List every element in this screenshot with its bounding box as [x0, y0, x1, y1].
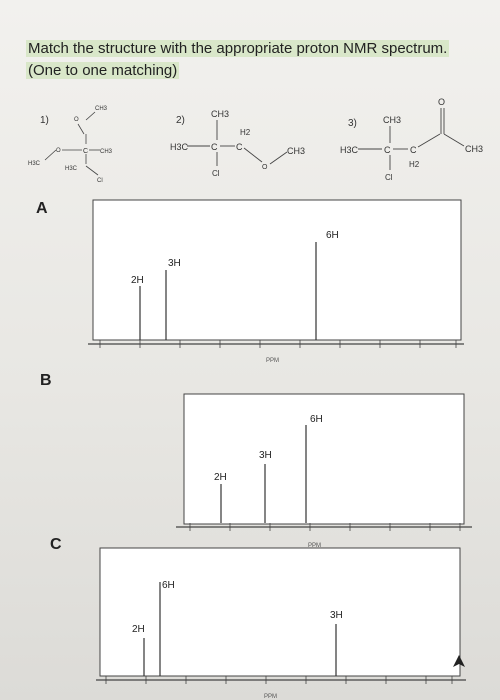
s3-c1: C	[384, 145, 391, 155]
question-text: Match the structure with the appropriate…	[26, 38, 486, 82]
structure-3: 3) CH3 H3C C C H2 Cl O CH3	[340, 97, 483, 182]
spectrum-b-label-2h: 2H	[214, 472, 227, 483]
s3-o: O	[438, 97, 445, 107]
s2-o: O	[262, 164, 268, 171]
spectrum-c-letter: C	[50, 536, 62, 553]
s3-ch3-end: CH3	[465, 144, 483, 154]
spectrum-a-label-2h: 2H	[131, 275, 144, 286]
spectrum-b-axis-label: PPM	[308, 543, 321, 549]
structure-1: 1) CH3 O O C CH3 H3C H3C Cl	[28, 106, 113, 184]
spectrum-c-label-6h: 6H	[162, 580, 175, 591]
spectrum-b-label-3h: 3H	[259, 450, 272, 461]
s1-h3c-bottom: H3C	[65, 166, 78, 172]
s3-h3c: H3C	[340, 145, 359, 155]
s3-c2: C	[410, 145, 417, 155]
s1-ch3-right: CH3	[100, 149, 113, 155]
s3-ch3-top: CH3	[383, 115, 401, 125]
question-line-1: Match the structure with the appropriate…	[26, 40, 450, 57]
structure-3-number: 3)	[348, 118, 357, 129]
spectrum-a-letter: A	[36, 200, 48, 217]
spectrum-b: 2H 3H 6H PPM	[176, 393, 472, 549]
mouse-cursor-icon	[453, 655, 465, 667]
spectrum-c: 2H 6H 3H PPM	[96, 547, 466, 700]
spectrum-c-axis-label: PPM	[264, 694, 277, 700]
question-line-2: (One to one matching)	[26, 62, 180, 79]
s1-ch3-top: CH3	[95, 106, 108, 112]
s1-c-center: C	[83, 148, 88, 155]
s2-c2: C	[236, 142, 243, 152]
s2-ch3-end: CH3	[287, 146, 305, 156]
spectrum-a-axis-label: PPM	[266, 358, 279, 364]
structure-1-number: 1)	[40, 115, 49, 126]
s2-c1: C	[211, 142, 218, 152]
s2-h2: H2	[240, 128, 251, 137]
spectrum-c-label-2h: 2H	[132, 624, 145, 635]
s3-h2: H2	[409, 160, 420, 169]
spectrum-b-label-6h: 6H	[310, 414, 323, 425]
spectrum-a-label-6h: 6H	[326, 230, 339, 241]
spectrum-a-label-3h: 3H	[168, 258, 181, 269]
spectrum-b-letter: B	[40, 372, 52, 389]
structure-2: 2) CH3 H3C C C H2 Cl O CH3	[170, 109, 305, 178]
s2-h3c: H3C	[170, 142, 189, 152]
s3-cl: Cl	[385, 173, 393, 182]
s1-o-left: O	[56, 148, 61, 154]
s2-cl: Cl	[212, 169, 220, 178]
spectrum-a: 2H 3H 6H PPM	[88, 199, 464, 364]
s1-o-top: O	[74, 117, 79, 123]
structures-panel: 1) CH3 O O C CH3 H3C H3C Cl 2) CH3 H3C C…	[28, 97, 483, 184]
structure-2-number: 2)	[176, 115, 185, 126]
s1-h3c-left: H3C	[28, 161, 41, 167]
spectrum-c-label-3h: 3H	[330, 610, 343, 621]
s2-ch3-top: CH3	[211, 109, 229, 119]
s1-cl: Cl	[97, 178, 103, 184]
